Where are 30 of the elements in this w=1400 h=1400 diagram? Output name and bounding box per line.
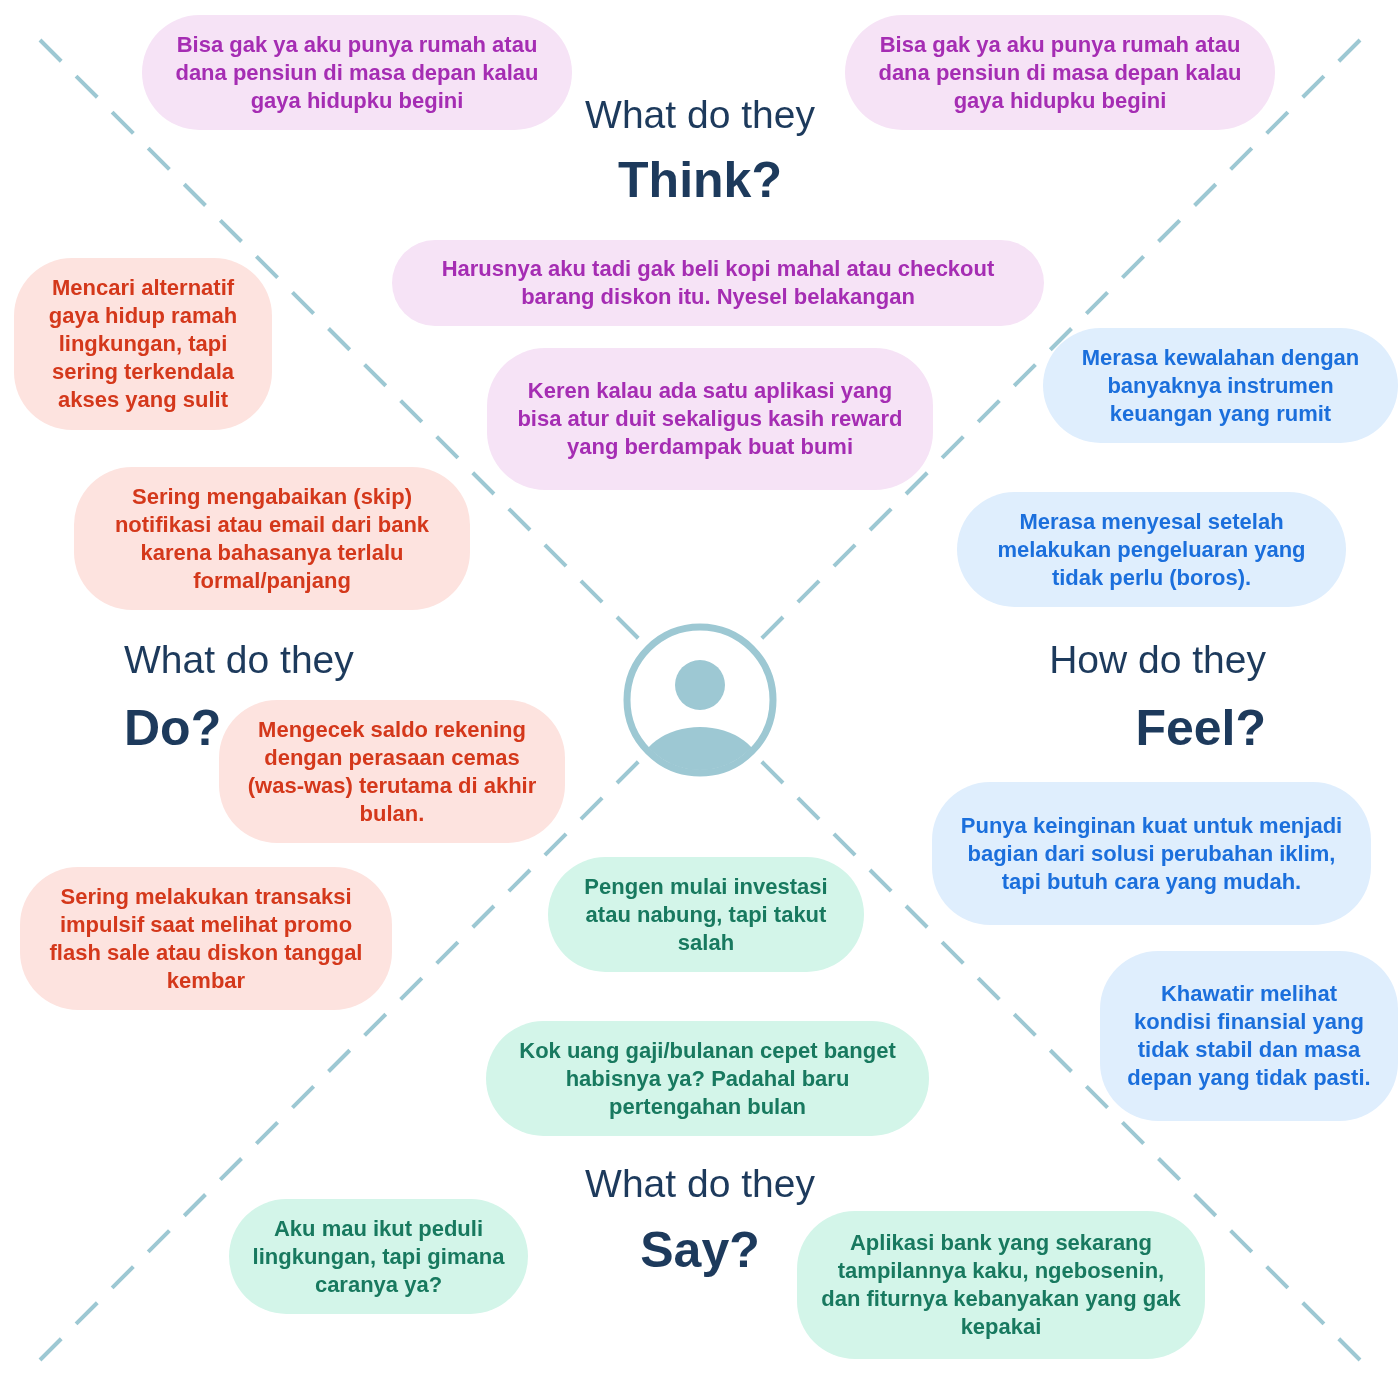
- note-text: Harusnya aku tadi gak beli kopi mahal atau checkout barang diskon itu. Nyesel belakangan: [440, 255, 996, 311]
- note-text: Pengen mulai investasi atau nabung, tapi takut salah: [583, 872, 829, 957]
- note-text: Aplikasi bank yang sekarang tampilannya kaku, ngebosenin, dan fiturnya kebanyakan yang gak kepakai: [820, 1229, 1182, 1341]
- note-text: Merasa kewalahan dengan banyaknya instrumen keuangan yang rumit: [1080, 343, 1361, 428]
- quadrant-title: Think?: [618, 152, 782, 210]
- quadrant-title: Do?: [124, 700, 222, 758]
- note-text: Mengecek saldo rekening dengan perasaan cemas (was-was) terutama di akhir bulan.: [246, 715, 538, 828]
- note-text: Keren kalau ada satu aplikasi yang bisa atur duit sekaligus kasih reward yang berdampak buat bumi: [516, 377, 904, 461]
- quadrant-title: Say?: [640, 1222, 760, 1280]
- note-card: [797, 1211, 1205, 1359]
- note-text: Khawatir melihat kondisi finansial yang tidak stabil dan masa depan yang tidak pasti.: [1126, 980, 1372, 1092]
- quadrant-question: What do they: [124, 638, 354, 683]
- note-text: Bisa gak ya aku punya rumah atau dana pensiun di masa depan kalau gaya hidupku begini: [174, 30, 540, 115]
- note-text: Kok uang gaji/bulanan cepet banget habisnya ya? Padahal baru pertengahan bulan: [518, 1036, 897, 1121]
- quadrant-question: What do they: [585, 93, 815, 138]
- note-text: Merasa menyesal setelah melakukan pengeluaran yang tidak perlu (boros).: [996, 507, 1307, 592]
- note-text: Aku mau ikut peduli lingkungan, tapi gimana caranya ya?: [251, 1214, 506, 1299]
- note-card: [219, 700, 565, 843]
- note-text: Punya keinginan kuat untuk menjadi bagian dari solusi perubahan iklim, tapi butuh cara yang mudah.: [959, 811, 1344, 896]
- note-card: [487, 348, 933, 490]
- note-text: Bisa gak ya aku punya rumah atau dana pensiun di masa depan kalau gaya hidupku begini: [877, 30, 1243, 115]
- note-text: Sering melakukan transaksi impulsif saat melihat promo flash sale atau diskon tanggal kembar: [48, 882, 364, 995]
- quadrant-title: Feel?: [1135, 700, 1266, 758]
- note-text: Sering mengabaikan (skip) notifikasi atau email dari bank karena bahasanya terlalu formal/panjang: [113, 482, 431, 595]
- note-card: [1100, 951, 1398, 1121]
- note-card: [74, 467, 470, 610]
- quadrant-question: How do they: [1049, 638, 1266, 683]
- note-card: [14, 258, 272, 430]
- quadrant-question: What do they: [585, 1162, 815, 1207]
- note-text: Mencari alternatif gaya hidup ramah lingkungan, tapi sering terkendala akses yang sulit: [47, 274, 239, 414]
